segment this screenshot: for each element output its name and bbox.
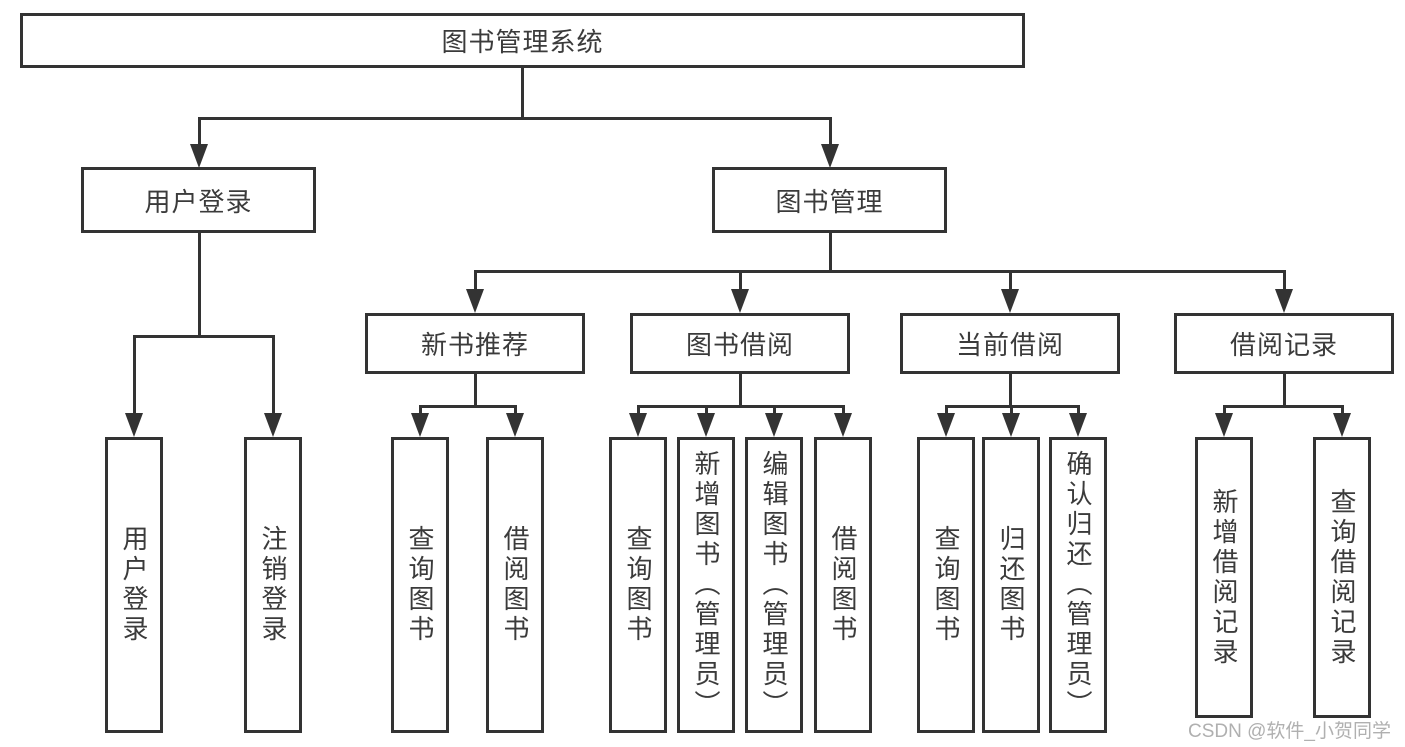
arrowhead-down: [1002, 413, 1020, 437]
arrowhead-down: [697, 413, 715, 437]
leaf-edit-books-admin-label: 编辑图书（管理员）: [759, 450, 789, 720]
arrowhead-down: [1215, 413, 1233, 437]
node-current-borrow: 当前借阅: [900, 313, 1120, 374]
connector-borrow-stub-2: [704, 405, 708, 413]
node-book-management-label: 图书管理: [775, 186, 884, 217]
leaf-query-books-current-label: 查询图书: [931, 525, 961, 645]
arrowhead-down: [1001, 289, 1019, 313]
arrowhead-down: [821, 144, 839, 168]
connector-borrow-stub-1: [636, 405, 640, 413]
connector-borrow-bus: [636, 405, 845, 408]
leaf-query-books-newbooks: 查询图书: [391, 437, 449, 733]
node-new-book-recommend-label: 新书推荐: [420, 330, 529, 360]
connector-records-stub-2: [1340, 405, 1344, 413]
connector-bookmgmt-stub-1: [473, 270, 477, 289]
arrowhead-down: [264, 413, 282, 437]
connector-userlogin-bus: [132, 335, 275, 338]
node-borrow-records: 借阅记录: [1174, 313, 1394, 374]
node-root-label: 图书管理系统: [441, 27, 604, 57]
connector-newbooks-stub-2: [513, 405, 517, 413]
leaf-add-books-admin-label: 新增图书（管理员）: [691, 450, 721, 720]
connector-newbooks-bus: [418, 405, 517, 408]
leaf-query-books-borrow: 查询图书: [609, 437, 667, 733]
connector-current-stub-3: [1076, 405, 1080, 413]
node-new-book-recommend: 新书推荐: [365, 313, 585, 374]
leaf-confirm-return-admin-label: 确认归还（管理员）: [1063, 450, 1093, 720]
connector-records-drop: [1282, 374, 1286, 408]
connector-root-stub-left: [197, 117, 201, 144]
node-current-borrow-label: 当前借阅: [955, 330, 1064, 360]
leaf-query-books-borrow-label: 查询图书: [623, 525, 653, 645]
connector-root-bus: [197, 117, 832, 120]
arrowhead-down: [937, 413, 955, 437]
connector-bookmgmt-stub-2: [738, 270, 742, 289]
arrowhead-down: [629, 413, 647, 437]
connector-borrow-drop: [738, 374, 742, 408]
node-borrow-records-label: 借阅记录: [1229, 330, 1338, 360]
connector-bookmgmt-drop: [828, 233, 832, 273]
node-book-borrow: 图书借阅: [630, 313, 850, 374]
arrowhead-down: [1333, 413, 1351, 437]
leaf-user-login: 用户登录: [105, 437, 163, 733]
connector-bookmgmt-bus: [473, 270, 1286, 273]
connector-userlogin-stub-2: [271, 335, 275, 413]
csdn-watermark: CSDN @软件_小贺同学: [1188, 721, 1391, 742]
connector-records-bus: [1222, 405, 1344, 408]
leaf-query-books-newbooks-label: 查询图书: [405, 525, 435, 645]
connector-root-stub-right: [828, 117, 832, 144]
leaf-confirm-return-admin: 确认归还（管理员）: [1049, 437, 1107, 733]
leaf-query-borrow-record-label: 查询借阅记录: [1327, 487, 1357, 668]
node-user-login: 用户登录: [81, 167, 316, 233]
node-root: 图书管理系统: [20, 13, 1025, 68]
node-book-management: 图书管理: [712, 167, 947, 233]
leaf-return-books: 归还图书: [982, 437, 1040, 733]
connector-borrow-stub-3: [772, 405, 776, 413]
leaf-edit-books-admin: 编辑图书（管理员）: [745, 437, 803, 733]
arrowhead-down: [731, 289, 749, 313]
connector-userlogin-stub-1: [132, 335, 136, 413]
connector-newbooks-drop: [473, 374, 477, 408]
arrowhead-down: [506, 413, 524, 437]
connector-bookmgmt-stub-4: [1282, 270, 1286, 289]
leaf-query-books-current: 查询图书: [917, 437, 975, 733]
leaf-query-borrow-record: 查询借阅记录: [1313, 437, 1371, 718]
connector-borrow-stub-4: [841, 405, 845, 413]
connector-root-drop: [521, 68, 524, 120]
arrowhead-down: [466, 289, 484, 313]
arrowhead-down: [1069, 413, 1087, 437]
leaf-borrow-books-borrow: 借阅图书: [814, 437, 872, 733]
leaf-borrow-books-newbooks-label: 借阅图书: [500, 525, 530, 645]
leaf-logout: 注销登录: [244, 437, 302, 733]
arrowhead-down: [765, 413, 783, 437]
leaf-return-books-label: 归还图书: [996, 525, 1026, 645]
leaf-user-login-label: 用户登录: [119, 525, 149, 645]
connector-bookmgmt-stub-3: [1008, 270, 1012, 289]
connector-current-drop: [1008, 374, 1012, 408]
leaf-borrow-books-newbooks: 借阅图书: [486, 437, 544, 733]
connector-records-stub-1: [1222, 405, 1226, 413]
leaf-add-books-admin: 新增图书（管理员）: [677, 437, 735, 733]
arrowhead-down: [125, 413, 143, 437]
arrowhead-down: [834, 413, 852, 437]
connector-newbooks-stub-1: [418, 405, 422, 413]
arrowhead-down: [1275, 289, 1293, 313]
leaf-add-borrow-record-label: 新增借阅记录: [1209, 487, 1239, 668]
node-book-borrow-label: 图书借阅: [685, 330, 794, 360]
connector-current-stub-1: [944, 405, 948, 413]
leaf-add-borrow-record: 新增借阅记录: [1195, 437, 1253, 718]
arrowhead-down: [190, 144, 208, 168]
leaf-logout-label: 注销登录: [258, 525, 288, 645]
arrowhead-down: [411, 413, 429, 437]
leaf-borrow-books-borrow-label: 借阅图书: [828, 525, 858, 645]
connector-current-stub-2: [1009, 405, 1013, 413]
connector-userlogin-drop: [197, 233, 201, 338]
node-user-login-label: 用户登录: [144, 186, 253, 217]
